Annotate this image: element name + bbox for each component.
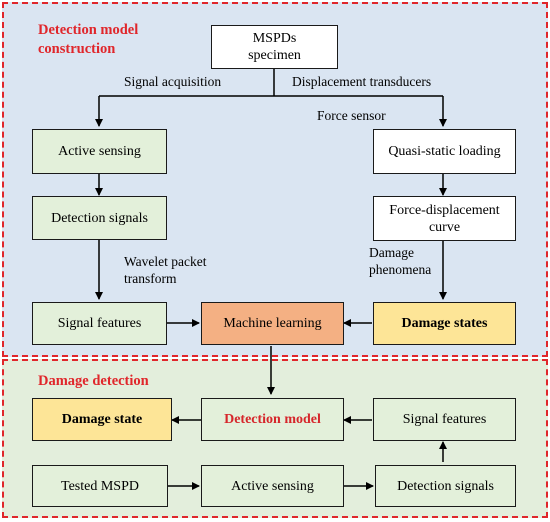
mspds-specimen-box: MSPDs specimen: [211, 25, 338, 69]
force-sensor-label: Force sensor: [317, 108, 386, 123]
active-sensing-box: Active sensing: [32, 129, 167, 174]
machine-learning-box: Machine learning: [201, 302, 344, 345]
detection-signals-bottom-box: Detection signals: [375, 465, 516, 507]
damage-phenomena-label: Damage phenomena: [369, 245, 432, 277]
tested-mspd-box: Tested MSPD: [32, 465, 168, 507]
active-sensing-bottom-box: Active sensing: [201, 465, 344, 507]
signal-acquisition-label: Signal acquisition: [124, 74, 222, 89]
displacement-transducers-label: Displacement transducers: [292, 74, 432, 89]
wavelet-packet-transform-label: Wavelet packet transform: [124, 254, 207, 286]
damage-detection-title: Damage detection: [38, 373, 149, 389]
damage-states-box: Damage states: [373, 302, 516, 345]
signal-features-bottom-box: Signal features: [373, 398, 516, 441]
quasi-static-loading-box: Quasi-static loading: [373, 129, 516, 174]
detection-model-box: Detection model: [201, 398, 344, 441]
detection-signals-box: Detection signals: [32, 196, 167, 240]
signal-features-box: Signal features: [32, 302, 167, 345]
model-construction-title: Detection model construction: [38, 22, 139, 57]
force-displacement-curve-box: Force-displacement curve: [373, 196, 516, 241]
damage-state-box: Damage state: [32, 398, 172, 441]
